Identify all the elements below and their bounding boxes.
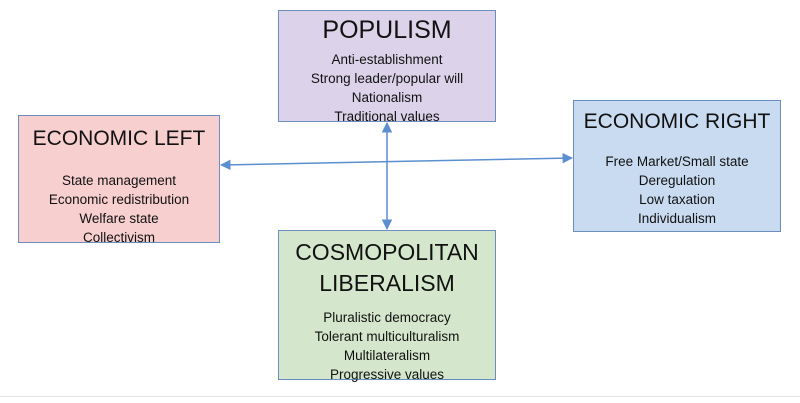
list-item: Tolerant multiculturalism [314, 329, 460, 345]
list-item: Strong leader/popular will [310, 71, 464, 86]
cosmopolitan-liberalism-title: COSMOPOLITAN LIBERALISM [279, 237, 495, 299]
list-item: Economic redistribution [48, 192, 190, 208]
title-line-2: LIBERALISM [319, 270, 455, 297]
populism-title: POPULISM [322, 16, 452, 44]
title-line-1: COSMOPOLITAN [295, 239, 479, 265]
list-item: Anti-establishment [331, 52, 443, 67]
populism-box: POPULISM Anti-establishment Strong leade… [278, 10, 496, 124]
economic-left-list: State management Economic redistribution… [19, 171, 219, 247]
list-item: Individualism [637, 211, 717, 227]
populism-list: Anti-establishment Strong leader/popular… [279, 50, 495, 126]
list-item: Deregulation [638, 173, 716, 189]
economic-right-box: ECONOMIC RIGHT Free Market/Small state D… [573, 100, 781, 232]
list-item: Free Market/Small state [605, 154, 749, 170]
horizontal-axis-arrow [219, 152, 574, 171]
list-item: Traditional values [334, 109, 440, 124]
list-item: Low taxation [639, 192, 715, 208]
list-item: State management [61, 173, 177, 189]
cosmopolitan-liberalism-list: Pluralistic democracy Tolerant multicult… [279, 308, 495, 384]
divider [0, 396, 800, 397]
economic-left-box: ECONOMIC LEFT State management Economic … [18, 115, 220, 245]
list-item: Collectivism [82, 230, 155, 246]
list-item: Pluralistic democracy [323, 310, 451, 326]
economic-right-list: Free Market/Small state Deregulation Low… [574, 152, 780, 228]
cosmopolitan-liberalism-box: COSMOPOLITAN LIBERALISM Pluralistic demo… [278, 230, 496, 382]
economic-left-title: ECONOMIC LEFT [32, 127, 206, 150]
economic-right-title: ECONOMIC RIGHT [583, 110, 771, 133]
list-item: Nationalism [351, 90, 423, 105]
list-item: Multilateralism [343, 348, 431, 364]
list-item: Welfare state [79, 211, 159, 227]
list-item: Progressive values [329, 367, 445, 383]
